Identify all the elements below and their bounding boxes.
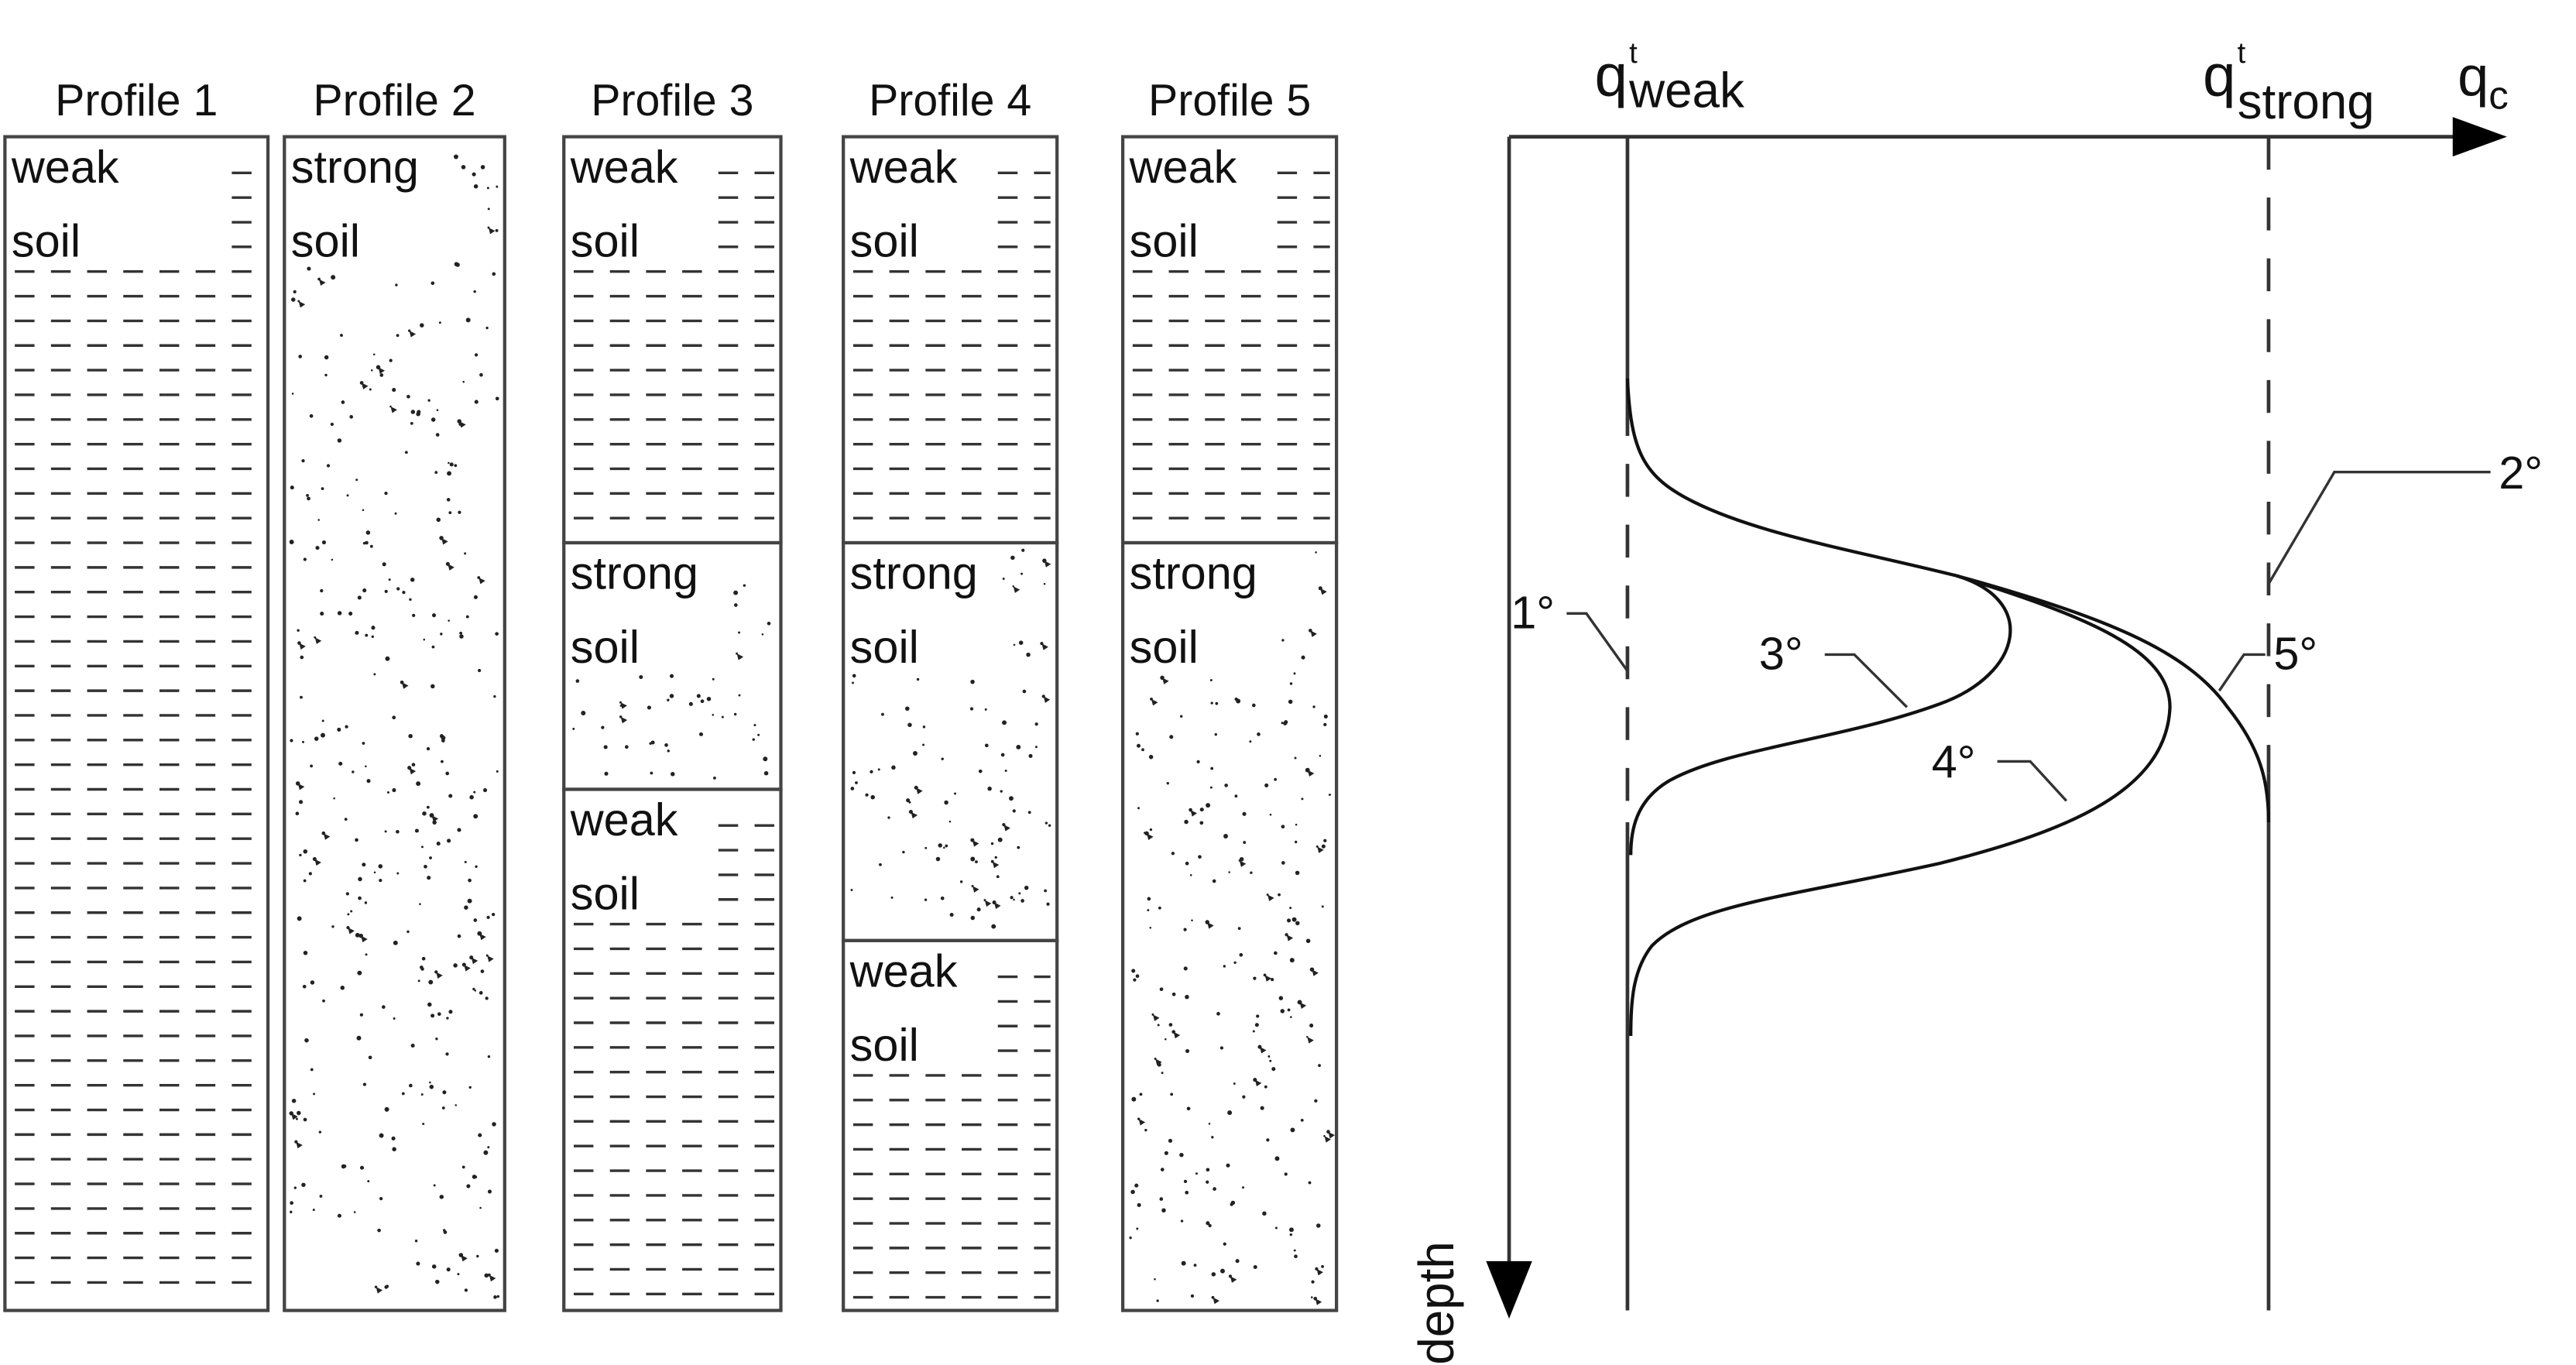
layer-label: weak	[849, 945, 958, 996]
curve-label-1: 1°	[1511, 586, 1555, 638]
layer-label: soil	[1130, 621, 1199, 673]
profile-5: Profile 5 weak soil strong soil	[1120, 76, 1339, 1312]
weak-soil-layer: weak soil	[1120, 135, 1339, 545]
weak-soil-layer: weak soil	[562, 135, 783, 545]
layer-label: soil	[850, 215, 919, 267]
curve-4	[1629, 574, 2172, 1036]
y-axis-label: depth	[1409, 1241, 1464, 1364]
profile-title: Profile 1	[55, 76, 218, 125]
profile-1: Profile 1 weak soil	[3, 76, 270, 1312]
layer-label: soil	[1130, 215, 1199, 267]
profile-title: Profile 4	[869, 76, 1031, 125]
layer-label: soil	[12, 215, 81, 267]
leader-3	[1824, 653, 1909, 708]
layer-label: weak	[849, 141, 958, 193]
y-axis-arrow-icon	[1486, 1260, 1532, 1319]
x-axis-arrow-icon	[2452, 117, 2507, 157]
curve-common	[1625, 378, 1957, 578]
profile-title: Profile 3	[591, 76, 753, 125]
profile-title: Profile 5	[1148, 76, 1311, 125]
leader-1	[1566, 612, 1629, 672]
x-axis-label: qc	[2458, 46, 2509, 118]
weak-soil-layer: weak soil	[842, 135, 1059, 545]
curve-label-4: 4°	[1932, 736, 1976, 788]
layer-label: soil	[850, 1019, 919, 1071]
layer-label: weak	[570, 794, 678, 845]
layer-label: strong	[850, 547, 978, 598]
leader-2	[2267, 471, 2491, 585]
profile-3: Profile 3 weak soil strong soil weak soil	[562, 76, 783, 1312]
weak-soil-layer: weak soil	[562, 787, 783, 1312]
layer-label: weak	[570, 141, 678, 193]
curve-label-5: 5°	[2273, 628, 2317, 680]
layer-label: weak	[1129, 141, 1237, 193]
strong-soil-layer: strong soil	[842, 540, 1059, 942]
strong-soil-layer: strong soil	[562, 540, 783, 791]
profile-title: Profile 2	[313, 76, 475, 125]
layer-label: soil	[850, 621, 919, 673]
curve-label-2: 2°	[2499, 447, 2543, 499]
layer-label: soil	[291, 215, 360, 267]
layer-label: strong	[1130, 547, 1257, 598]
curve-3	[1629, 574, 2012, 856]
curve-label-3: 3°	[1759, 628, 1803, 680]
weak-soil-layer: weak soil	[842, 938, 1059, 1312]
layer-label: soil	[571, 621, 640, 673]
weak-soil-layer: weak soil	[3, 135, 270, 1312]
layer-label: strong	[571, 547, 698, 598]
layer-label: weak	[11, 141, 119, 193]
strong-soil-layer: strong soil	[283, 135, 506, 1312]
profile-2: Profile 2 strong soil	[283, 76, 506, 1312]
layer-label: soil	[571, 867, 640, 919]
leader-5	[2218, 653, 2266, 692]
leader-4	[1997, 760, 2068, 802]
layer-label: soil	[571, 215, 640, 267]
profile-4: Profile 4 weak soil strong soil weak soil	[842, 76, 1059, 1312]
strong-soil-layer: strong soil	[1120, 540, 1339, 1312]
layer-label: strong	[291, 141, 419, 193]
curve-5	[1955, 574, 2271, 822]
